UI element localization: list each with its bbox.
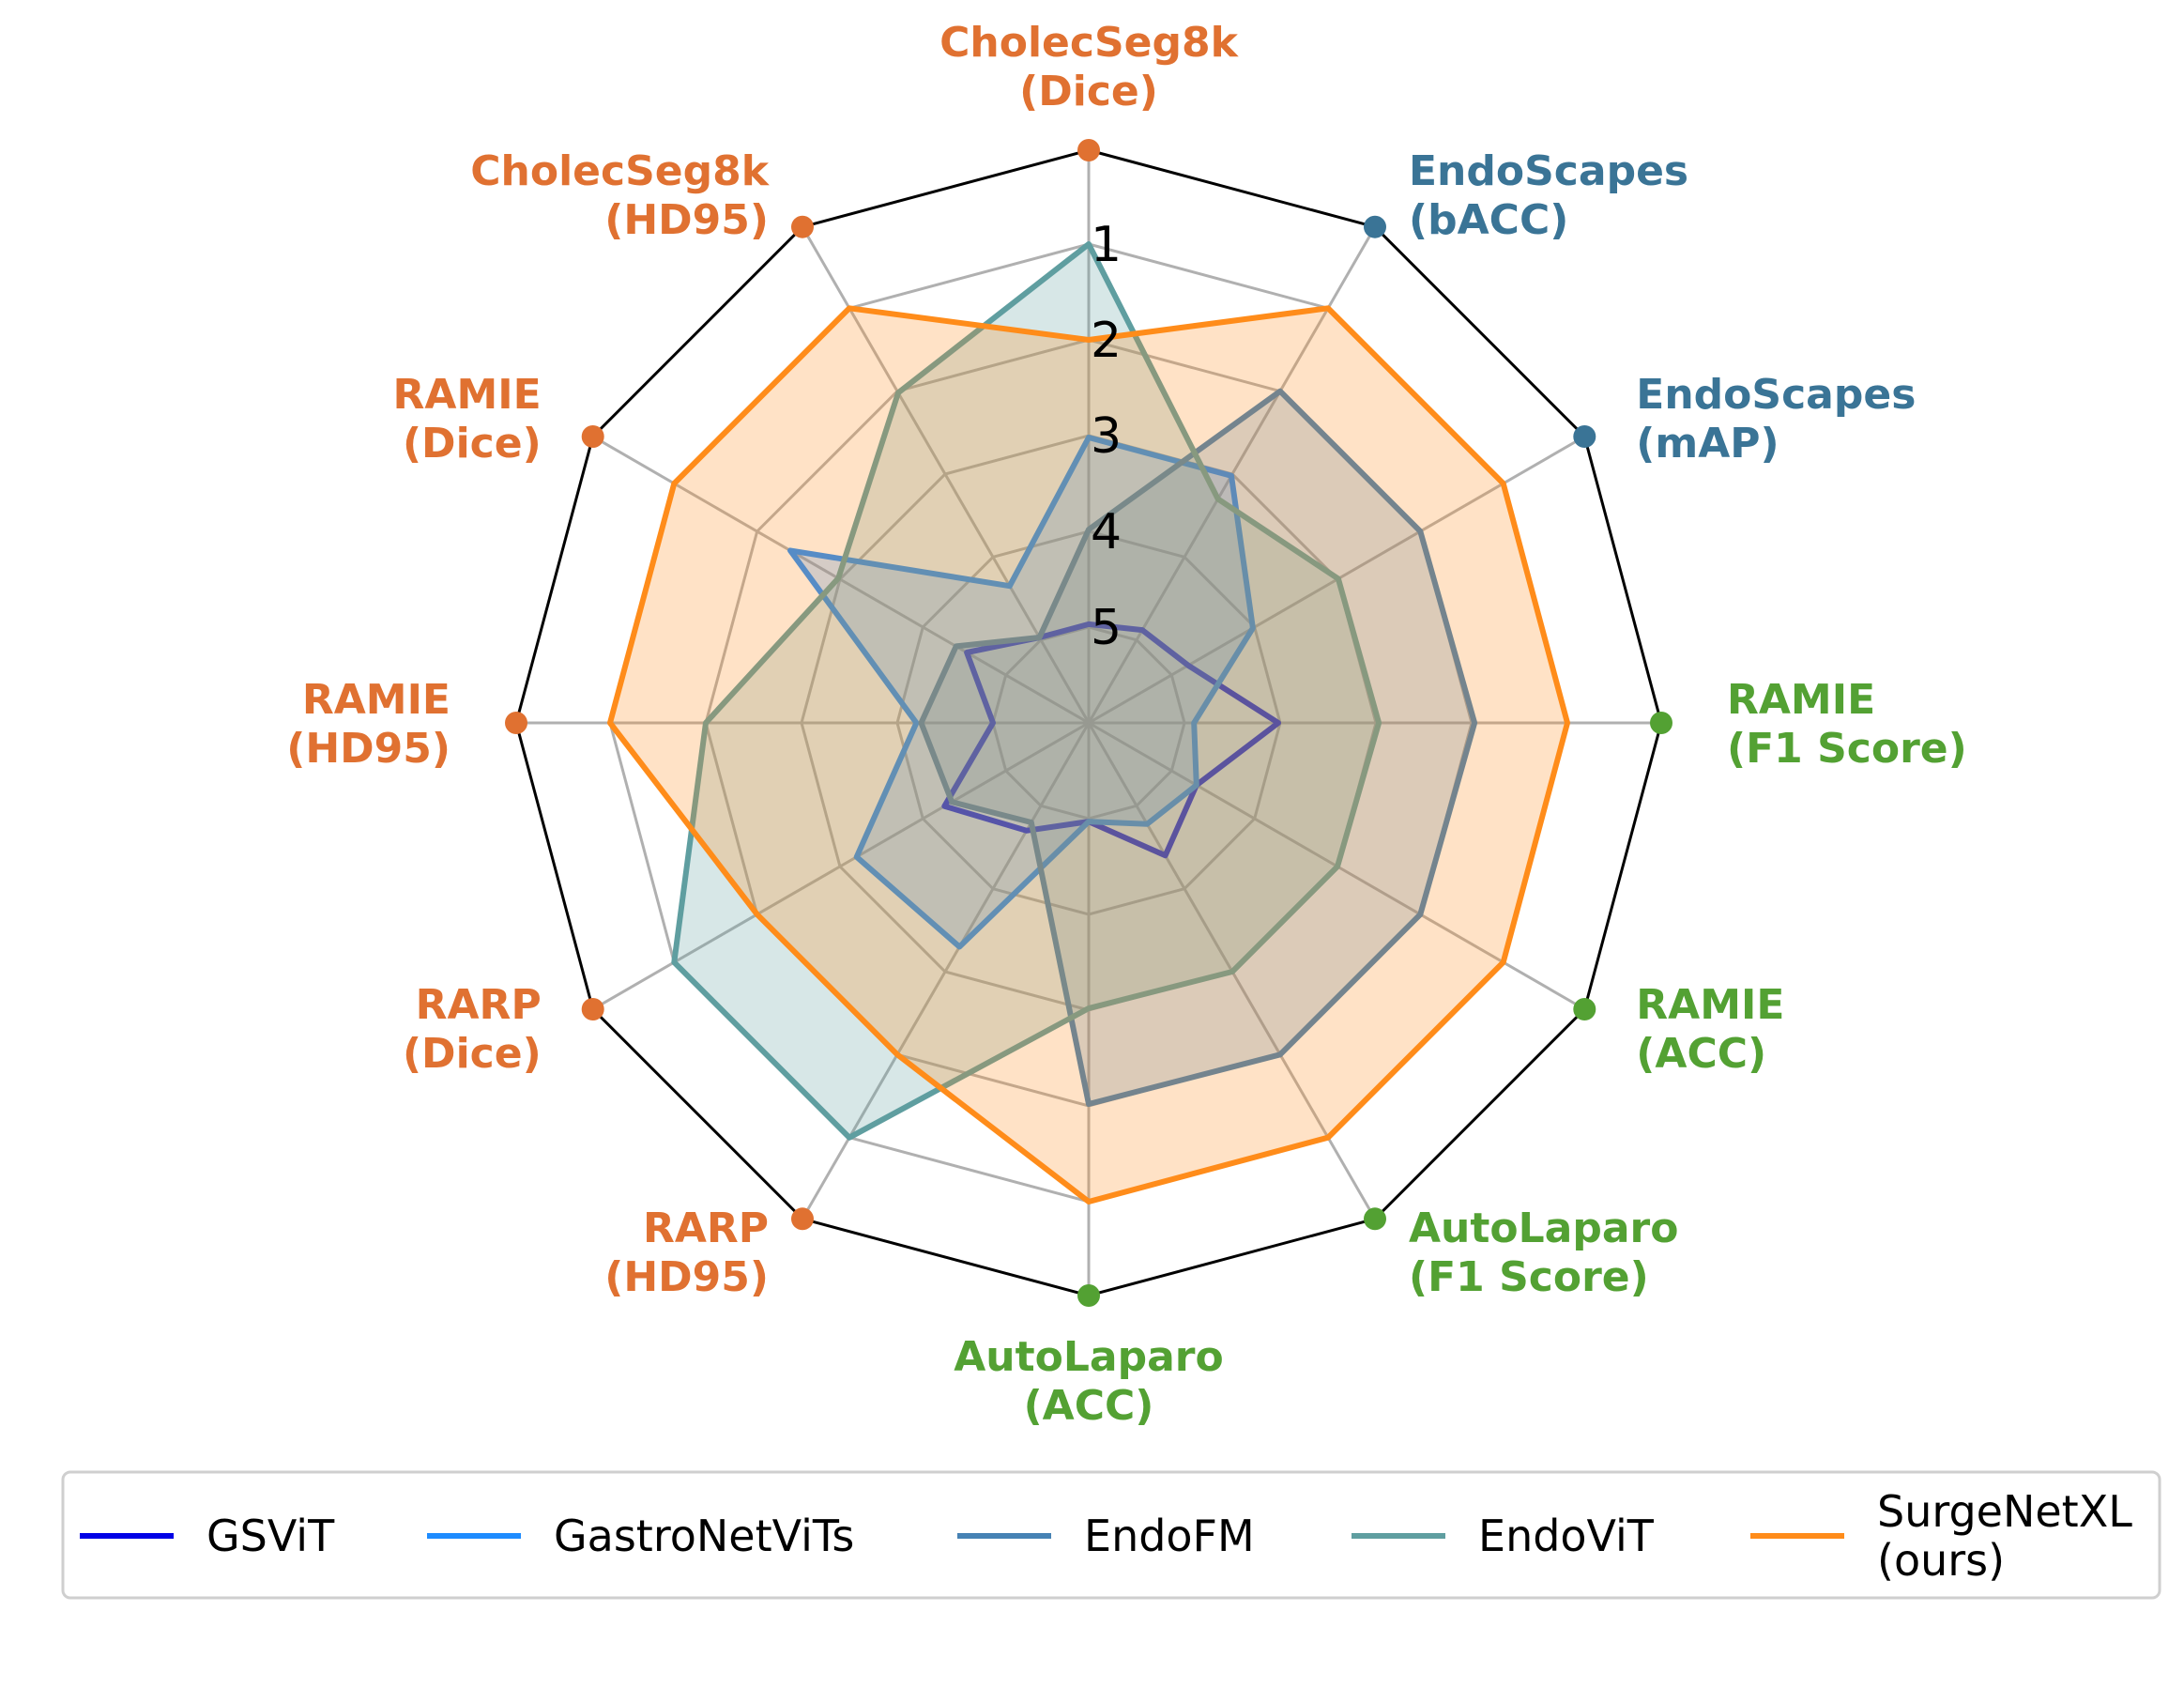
axis-marker: [1573, 998, 1596, 1020]
axis-label: RARP(Dice): [403, 981, 542, 1078]
axis-label-line: AutoLaparo: [1409, 1204, 1678, 1252]
series-line-surgenetxl: [607, 305, 1570, 1204]
legend-label: (ours): [1877, 1535, 2005, 1586]
legend-item-endovit: EndoViT: [1352, 1511, 1655, 1561]
r-tick-label: 1: [1091, 217, 1122, 273]
axis-label: RAMIE(HD95): [286, 676, 451, 773]
axis-label-line: CholecSeg8k: [939, 19, 1239, 67]
axis-label-line: RAMIE: [1727, 676, 1875, 724]
axis-label: RAMIE(F1 Score): [1727, 676, 1967, 773]
axis-label-line: (HD95): [604, 1253, 769, 1301]
axis-label-line: (ACC): [1636, 1030, 1766, 1078]
axis-label-line: (Dice): [403, 420, 542, 468]
axis-label-line: RARP: [416, 981, 542, 1029]
axis-label-line: (mAP): [1636, 420, 1779, 468]
axis-label-line: (bACC): [1409, 196, 1568, 244]
axis-marker: [1364, 215, 1386, 238]
radar-series: [607, 241, 1570, 1204]
axis-label: RARP(HD95): [604, 1204, 769, 1301]
axis-label-line: RAMIE: [1636, 981, 1784, 1029]
series-fill-endofm: [921, 391, 1475, 1104]
axis-label: EndoScapes(bACC): [1409, 147, 1688, 244]
legend-label: EndoViT: [1478, 1511, 1655, 1561]
series-line-endovit: [671, 241, 1382, 1141]
axis-label-line: (F1 Score): [1727, 725, 1967, 773]
axis-marker: [1573, 425, 1596, 448]
axis-marker: [581, 998, 604, 1020]
axis-marker: [791, 215, 814, 238]
legend-label: SurgeNetXL: [1877, 1486, 2132, 1537]
axis-label-line: RARP: [643, 1204, 769, 1252]
axis-label-line: AutoLaparo: [954, 1333, 1223, 1381]
axis-label: RAMIE(ACC): [1636, 981, 1784, 1078]
axis-label: RAMIE(Dice): [393, 371, 542, 468]
axis-marker: [791, 1207, 814, 1231]
legend-label: EndoFM: [1084, 1511, 1255, 1561]
series-fill-surgenetxl: [610, 308, 1567, 1202]
legend-label: GastroNetViTs: [554, 1511, 854, 1561]
series-fill-endovit: [674, 244, 1380, 1138]
series-line-endofm: [918, 388, 1478, 1107]
legend-label: GSViT: [206, 1511, 335, 1561]
legend-item-surgenetxl: SurgeNetXL(ours): [1750, 1486, 2132, 1586]
series-fill-gastronetvits: [790, 437, 1253, 947]
axis-label: CholecSeg8k(HD95): [470, 147, 770, 244]
axis-marker: [1364, 1207, 1386, 1231]
axis-label-line: EndoScapes: [1409, 147, 1688, 195]
axis-marker: [1650, 712, 1672, 734]
axis-marker: [1077, 1284, 1100, 1307]
r-tick-label: 3: [1091, 408, 1122, 465]
axis-label-line: (HD95): [604, 196, 769, 244]
legend-item-endofm: EndoFM: [957, 1511, 1255, 1561]
radial-tick-labels: 1 2 3 4 5: [1091, 217, 1122, 656]
r-tick-label: 2: [1091, 313, 1122, 369]
axis-label: EndoScapes(mAP): [1636, 371, 1916, 468]
axis-label-line: (Dice): [403, 1030, 542, 1078]
axis-label-line: (ACC): [1024, 1382, 1154, 1430]
legend-item-gastronetvits: GastroNetViTs: [427, 1511, 854, 1561]
axis-marker: [505, 712, 527, 734]
axis-label: CholecSeg8k(Dice): [939, 19, 1239, 115]
axis-label-line: RAMIE: [393, 371, 542, 419]
r-tick-label: 4: [1091, 504, 1122, 560]
axis-labels: CholecSeg8k(Dice)EndoScapes(bACC)EndoSca…: [286, 19, 1967, 1430]
axis-label-line: (F1 Score): [1409, 1253, 1649, 1301]
legend-item-gsvit: GSViT: [80, 1511, 335, 1561]
series-line-gastronetvits: [787, 435, 1256, 950]
axis-label-line: (Dice): [1019, 68, 1158, 115]
axis-label: AutoLaparo(ACC): [954, 1333, 1223, 1430]
r-tick-label: 5: [1091, 600, 1122, 656]
axis-label-line: EndoScapes: [1636, 371, 1916, 419]
axis-label-line: RAMIE: [302, 676, 451, 724]
axis-marker: [581, 425, 604, 448]
legend-frame: [61, 1470, 2161, 1600]
axis-label: AutoLaparo(F1 Score): [1409, 1204, 1678, 1301]
axis-label-line: CholecSeg8k: [470, 147, 770, 195]
axis-marker: [1077, 139, 1100, 161]
axis-label-line: (HD95): [286, 725, 451, 773]
legend: GSViT GastroNetViTs EndoFM EndoViT SurgeNetX…: [61, 1470, 2161, 1600]
